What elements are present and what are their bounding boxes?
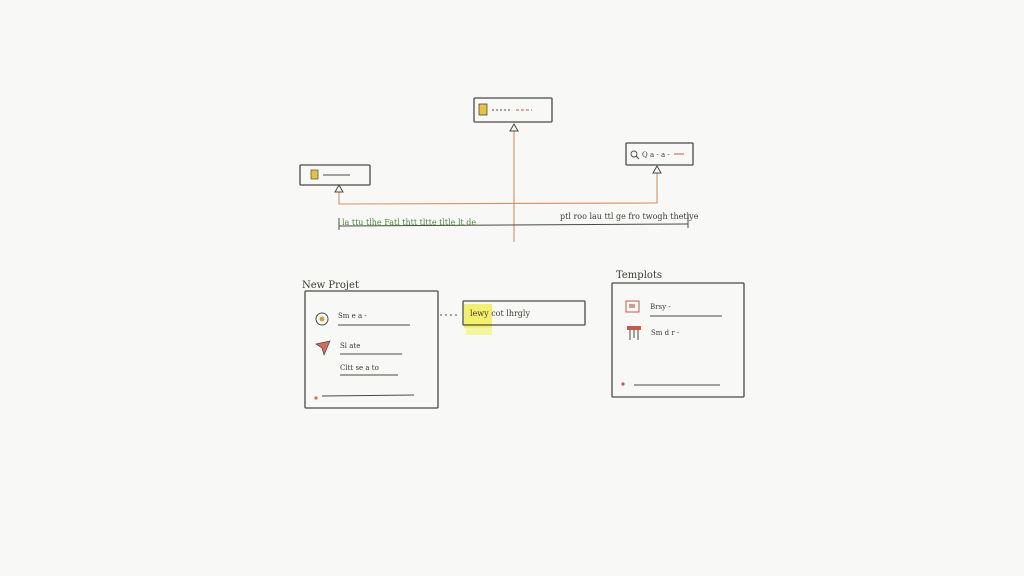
templates-title: Templots (616, 270, 662, 281)
arrow-up-right (652, 164, 662, 174)
bullet-dot-icon (314, 396, 318, 400)
new-project-panel: New Projet Sm e a - Sl ate Cltt se a to (302, 280, 439, 409)
paper-plane-icon (315, 340, 331, 357)
new-project-title: New Projet (302, 280, 359, 291)
new-project-item-2-label: Sl ate (340, 342, 360, 350)
node-center[interactable] (473, 97, 553, 123)
arrow-up-left (334, 183, 344, 193)
templates-item-1-label: Brsy - (650, 303, 671, 311)
new-project-item-1[interactable]: Sm e a - (315, 312, 410, 326)
search-icon (630, 150, 640, 160)
bullet-dot-icon (621, 382, 625, 386)
new-project-item-3[interactable]: Cltt se a to (340, 364, 398, 376)
highlight-box[interactable]: lewy cot lhrgly (462, 300, 586, 335)
image-frame-icon (625, 300, 640, 313)
templates-item-2-label: Sm d r - (651, 329, 680, 337)
folder-icon (310, 169, 319, 180)
timeline-right-text: ptl roo lau ttl ge fro twogh thetlye (560, 212, 699, 221)
node-right[interactable]: Q a - a - (625, 142, 694, 166)
new-project-item-2[interactable]: Sl ate (315, 340, 402, 357)
templates-panel: Templots Brsy - Sm d r - (611, 270, 745, 398)
connector-lines (334, 122, 662, 242)
left-right-connector (338, 172, 658, 205)
timeline: la ttu tlhe Fatl thtt tltte tltle lt de … (338, 212, 699, 230)
node-right-label: Q a - a - (642, 151, 670, 159)
stool-icon (627, 326, 641, 340)
timeline-baseline (338, 223, 689, 227)
templates-item-3[interactable] (621, 382, 720, 386)
node-left[interactable] (299, 164, 371, 186)
new-project-item-1-label: Sm e a - (338, 312, 367, 320)
file-icon (478, 103, 488, 116)
highlight-box-text: lewy cot lhrgly (470, 309, 530, 318)
templates-item-1[interactable]: Brsy - (625, 300, 722, 317)
circle-target-icon (315, 312, 329, 326)
templates-item-2[interactable]: Sm d r - (627, 326, 680, 340)
new-project-item-3-label: Cltt se a to (340, 364, 379, 372)
arrow-up-center (509, 122, 519, 132)
timeline-left-text: la ttu tlhe Fatl thtt tltte tltle lt de (342, 218, 476, 227)
new-project-item-4[interactable] (314, 394, 415, 400)
